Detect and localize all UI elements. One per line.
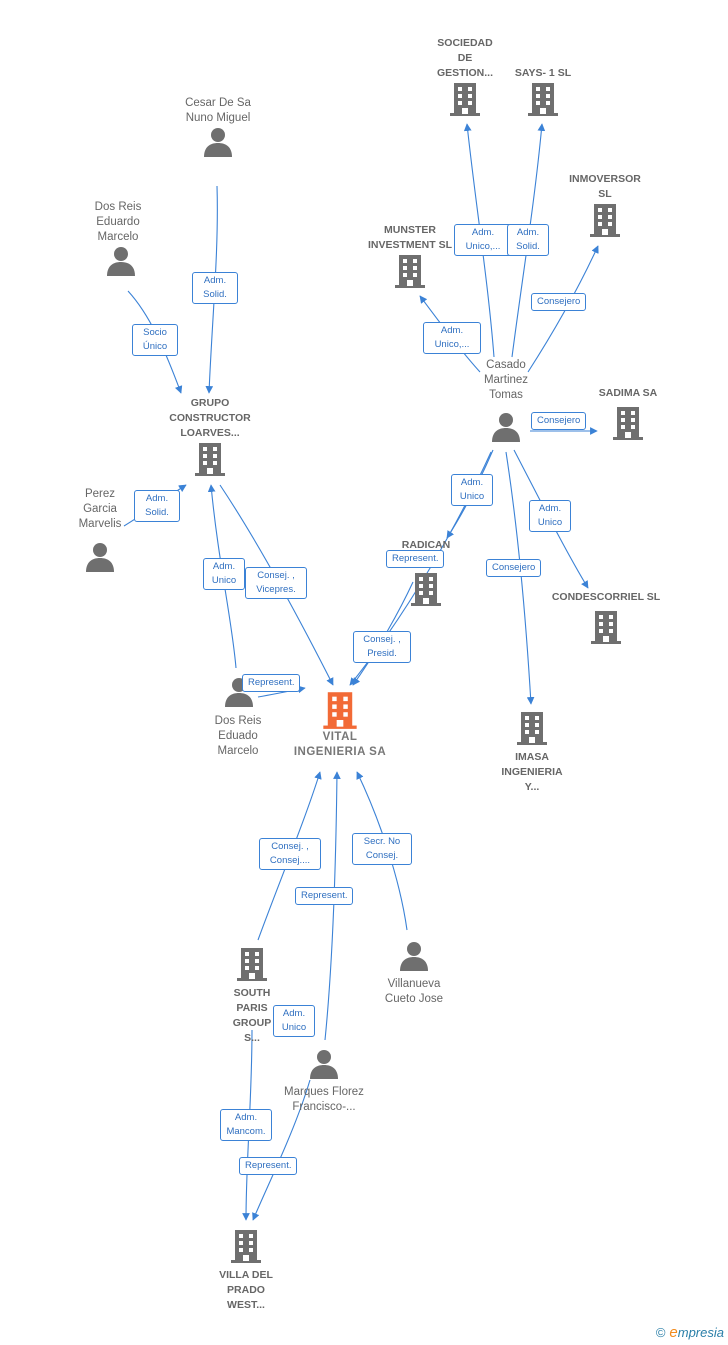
edge-label-eduado-vital[interactable]: Represent. — [242, 674, 301, 692]
node-label: SADIMA SA — [598, 387, 658, 399]
node-marques[interactable]: Marques Florez Francisco-... — [280, 1048, 368, 1115]
edge-radican-vital — [352, 581, 414, 686]
node-imasa[interactable]: IMASA INGENIERIA Y... — [492, 710, 572, 795]
edge-label-marques-villa[interactable]: Represent. — [239, 1157, 298, 1175]
building-icon — [590, 204, 620, 237]
edge-label-south-villa[interactable]: Adm. Mancom. — [220, 1109, 272, 1141]
person-icon — [400, 942, 428, 971]
copyright-symbol: © — [655, 1325, 666, 1340]
edge-label-casado-says[interactable]: Adm. Solid. — [507, 224, 549, 256]
building-icon — [450, 83, 480, 116]
node-label: VITAL INGENIERIA SA — [293, 731, 387, 758]
building-icon — [613, 407, 643, 440]
node-label: GRUPO CONSTRUCTOR LOARVES... — [169, 397, 251, 439]
node-cesar[interactable]: Cesar De Sa Nuno Miguel — [178, 96, 258, 158]
building-icon — [323, 692, 357, 729]
edge-label-radican-vital[interactable]: Represent. — [386, 550, 445, 568]
edge-label-casado-imasa[interactable]: Consejero — [486, 559, 542, 577]
edge-label-south-vital[interactable]: Consej. , Consej.... — [259, 838, 321, 870]
edge-label-marques-vital[interactable]: Represent. — [295, 887, 354, 905]
person-icon — [107, 247, 135, 276]
node-label: CONDESCORRIEL SL — [551, 591, 661, 603]
node-label: Dos Reis Eduardo Marcelo — [94, 201, 142, 243]
building-icon — [231, 1230, 261, 1263]
node-label: INMOVERSOR SL — [569, 173, 641, 200]
person-icon — [204, 128, 232, 157]
node-label: MUNSTER INVESTMENT SL — [367, 224, 452, 251]
node-label: Cesar De Sa Nuno Miguel — [185, 97, 251, 124]
edge-label-casado-munster[interactable]: Adm. Unico,... — [423, 322, 481, 354]
person-icon — [492, 413, 520, 442]
node-label: RADICAN — [401, 539, 451, 551]
edge-label-cesar-grupo[interactable]: Adm. Solid. — [192, 272, 238, 304]
edge-label-casado-condescorriel[interactable]: Adm. Unico — [529, 500, 571, 532]
node-label: Villanueva Cueto Jose — [384, 978, 444, 1005]
node-sociedad-gestion[interactable]: SOCIEDAD DE GESTION... — [425, 36, 505, 117]
building-icon — [528, 83, 558, 116]
node-label: SAYS- 1 SL — [514, 67, 572, 79]
node-inmoversor[interactable]: INMOVERSOR SL — [560, 172, 650, 238]
edge-label-marques-south[interactable]: Adm. Unico — [273, 1005, 315, 1037]
node-perez[interactable]: Perez Garcia Marvelis — [68, 487, 132, 573]
node-label: Casado Martinez Tomas — [483, 359, 529, 401]
edge-label-casado-sociedad[interactable]: Adm. Unico,... — [454, 224, 512, 256]
node-munster[interactable]: MUNSTER INVESTMENT SL — [358, 223, 462, 289]
edge-label-casado-vital[interactable]: Consej. , Presid. — [353, 631, 411, 663]
node-label: SOUTH PARIS GROUP S... — [232, 987, 272, 1044]
node-villa-prado[interactable]: VILLA DEL PRADO WEST... — [206, 1228, 286, 1313]
person-icon — [86, 543, 114, 572]
node-grupo[interactable]: GRUPO CONSTRUCTOR LOARVES... — [158, 396, 262, 477]
node-condescorriel[interactable]: CONDESCORRIEL SL — [538, 590, 674, 645]
node-vital[interactable]: VITAL INGENIERIA SA — [280, 690, 400, 760]
edge-label-perez-grupo[interactable]: Adm. Solid. — [134, 490, 180, 522]
node-dos-reis-eduardo[interactable]: Dos Reis Eduardo Marcelo — [78, 200, 158, 277]
person-icon — [310, 1050, 338, 1079]
edge-label-casado-radican[interactable]: Adm. Unico — [451, 474, 493, 506]
node-label: IMASA INGENIERIA Y... — [501, 751, 563, 793]
node-radican[interactable]: RADICAN — [388, 538, 464, 607]
edge-marques-villa — [252, 1079, 311, 1221]
brand-name: mpresia — [677, 1325, 724, 1340]
building-icon — [195, 443, 225, 476]
edge-marques-vital — [324, 771, 341, 1041]
edge-eduado-vital — [257, 685, 306, 698]
edge-label-casado-inmoversor[interactable]: Consejero — [531, 293, 587, 311]
node-casado[interactable]: Casado Martinez Tomas — [468, 358, 544, 443]
edge-label-dosreis-grupo[interactable]: Socio Único — [132, 324, 178, 356]
node-villanueva[interactable]: Villanueva Cueto Jose — [366, 940, 462, 1007]
building-icon — [591, 611, 621, 644]
brand-initial: e — [669, 1324, 678, 1341]
node-dos-reis-eduado[interactable]: Dos Reis Eduado Marcelo — [200, 676, 276, 759]
empresia-logo: ©empresia — [656, 1324, 724, 1341]
building-icon — [237, 948, 267, 981]
node-label: SOCIEDAD DE GESTION... — [436, 37, 493, 79]
node-sadima[interactable]: SADIMA SA — [590, 386, 666, 441]
node-label: Perez Garcia Marvelis — [78, 488, 122, 530]
edge-label-villanueva-vital[interactable]: Secr. No Consej. — [352, 833, 412, 865]
building-icon — [395, 255, 425, 288]
node-label: Dos Reis Eduado Marcelo — [214, 715, 262, 757]
node-label: VILLA DEL PRADO WEST... — [219, 1269, 273, 1311]
edge-label-grupo-vital[interactable]: Consej. , Vicepres. — [245, 567, 307, 599]
node-says1[interactable]: SAYS- 1 SL — [500, 66, 586, 117]
building-icon — [411, 573, 441, 606]
edge-casado-imasa — [505, 451, 535, 705]
node-south-paris[interactable]: SOUTH PARIS GROUP S... — [216, 946, 288, 1046]
building-icon — [517, 712, 547, 745]
node-label: Marques Florez Francisco-... — [284, 1086, 364, 1113]
edge-label-casado-sadima[interactable]: Consejero — [531, 412, 587, 430]
edge-label-eduado-grupo[interactable]: Adm. Unico — [203, 558, 245, 590]
